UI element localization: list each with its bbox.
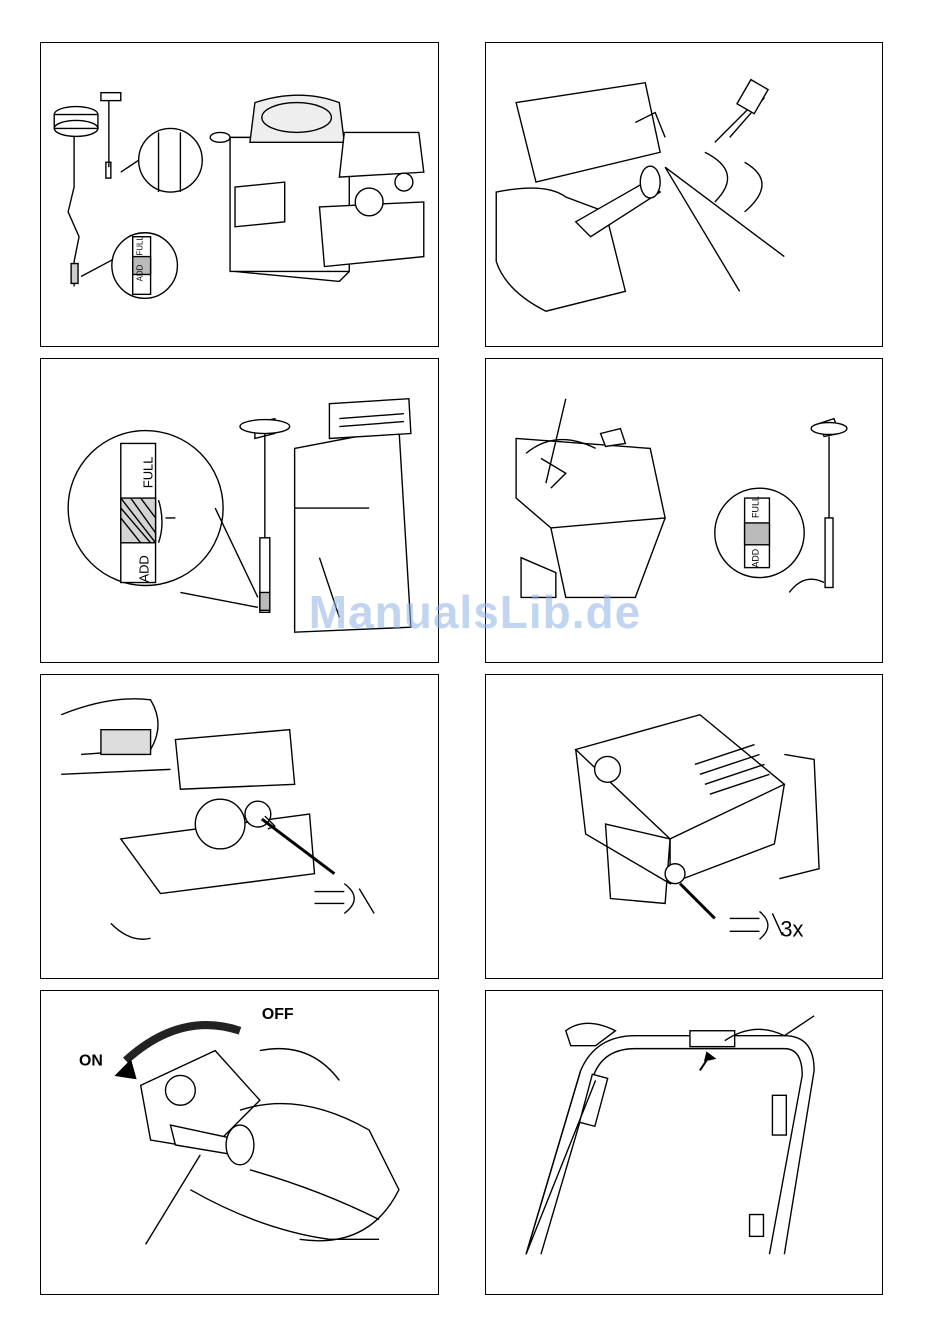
fuel-valve-illustration: ON OFF (41, 991, 438, 1294)
full-mark-label: FULL (136, 236, 145, 256)
engine-dipstick-zoom-illustration: ADD FULL (486, 359, 882, 662)
figure-panel-1: ADD FULL (40, 42, 439, 347)
figure-panel-2 (485, 42, 883, 347)
full-mark-label: FULL (141, 457, 156, 489)
figure-panel-5 (40, 674, 439, 979)
dipstick-level-illustration: FULL ADD (41, 359, 438, 662)
handlebar-illustration (486, 991, 882, 1294)
on-label: ON (79, 1053, 103, 1070)
engine-dipstick-illustration: ADD FULL (41, 43, 438, 346)
add-mark-label: ADD (137, 555, 152, 582)
full-mark-label: FULL (751, 496, 761, 518)
oil-fill-illustration (486, 43, 882, 346)
figure-panel-3: FULL ADD (40, 358, 439, 663)
figure-panel-4: ADD FULL (485, 358, 883, 663)
three-times-label: 3x (780, 916, 803, 941)
primer-bulb-illustration (41, 675, 438, 978)
figure-panel-7: ON OFF (40, 990, 439, 1295)
engine-primer-3x-illustration: 3x (486, 675, 882, 978)
figure-panel-6: 3x (485, 674, 883, 979)
add-mark-label: ADD (751, 548, 761, 567)
add-mark-label: ADD (136, 264, 145, 281)
off-label: OFF (262, 1006, 294, 1023)
figure-panel-8 (485, 990, 883, 1295)
